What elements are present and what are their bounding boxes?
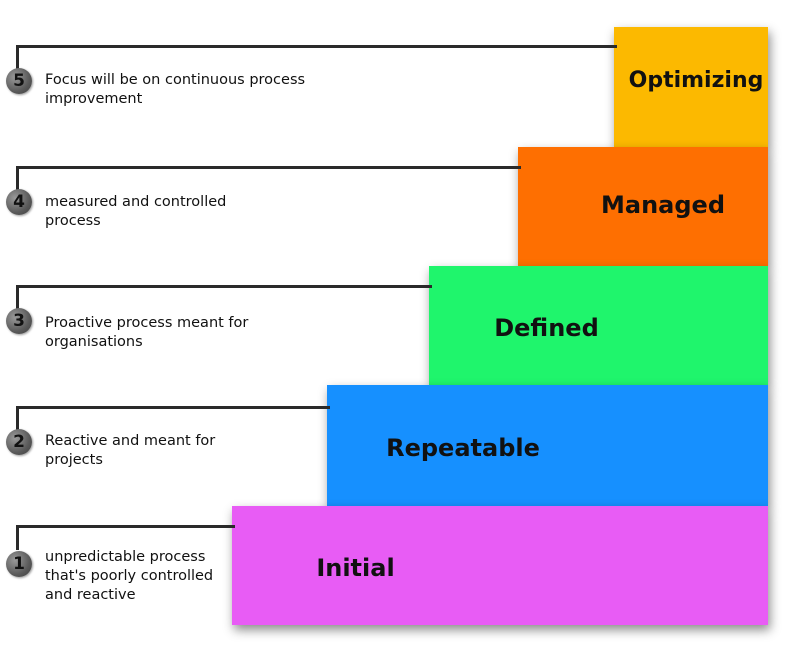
step-label-optimizing: Optimizing bbox=[628, 67, 764, 93]
step-label-repeatable: Repeatable bbox=[386, 433, 540, 462]
step-label-initial: Initial bbox=[316, 553, 395, 582]
level-number-badge-1: 1 bbox=[6, 551, 32, 577]
step-repeatable: Repeatable bbox=[327, 385, 768, 506]
connector-level-4 bbox=[16, 166, 521, 191]
step-label-defined: Defined bbox=[494, 313, 599, 342]
level-description-1: unpredictable process that's poorly cont… bbox=[45, 549, 214, 603]
level-description-2: Reactive and meant for projects bbox=[45, 433, 216, 468]
connector-level-1 bbox=[16, 525, 235, 550]
step-defined: Defined bbox=[429, 266, 768, 385]
level-number-badge-2: 2 bbox=[6, 429, 32, 455]
level-description-4: measured and controlled process bbox=[45, 194, 227, 229]
level-number-badge-5: 5 bbox=[6, 68, 32, 94]
level-description-5: Focus will be on continuous process impr… bbox=[45, 72, 306, 107]
connector-level-3 bbox=[16, 285, 432, 310]
level-number-badge-4: 4 bbox=[6, 189, 32, 215]
level-number-badge-3: 3 bbox=[6, 308, 32, 334]
connector-level-5 bbox=[16, 45, 617, 70]
step-optimizing: Optimizing bbox=[614, 27, 768, 147]
step-initial: Initial bbox=[232, 506, 768, 625]
step-managed: Managed bbox=[518, 147, 768, 266]
connector-level-2 bbox=[16, 406, 330, 431]
step-label-managed: Managed bbox=[601, 190, 725, 219]
level-description-3: Proactive process meant for organisation… bbox=[45, 315, 249, 350]
